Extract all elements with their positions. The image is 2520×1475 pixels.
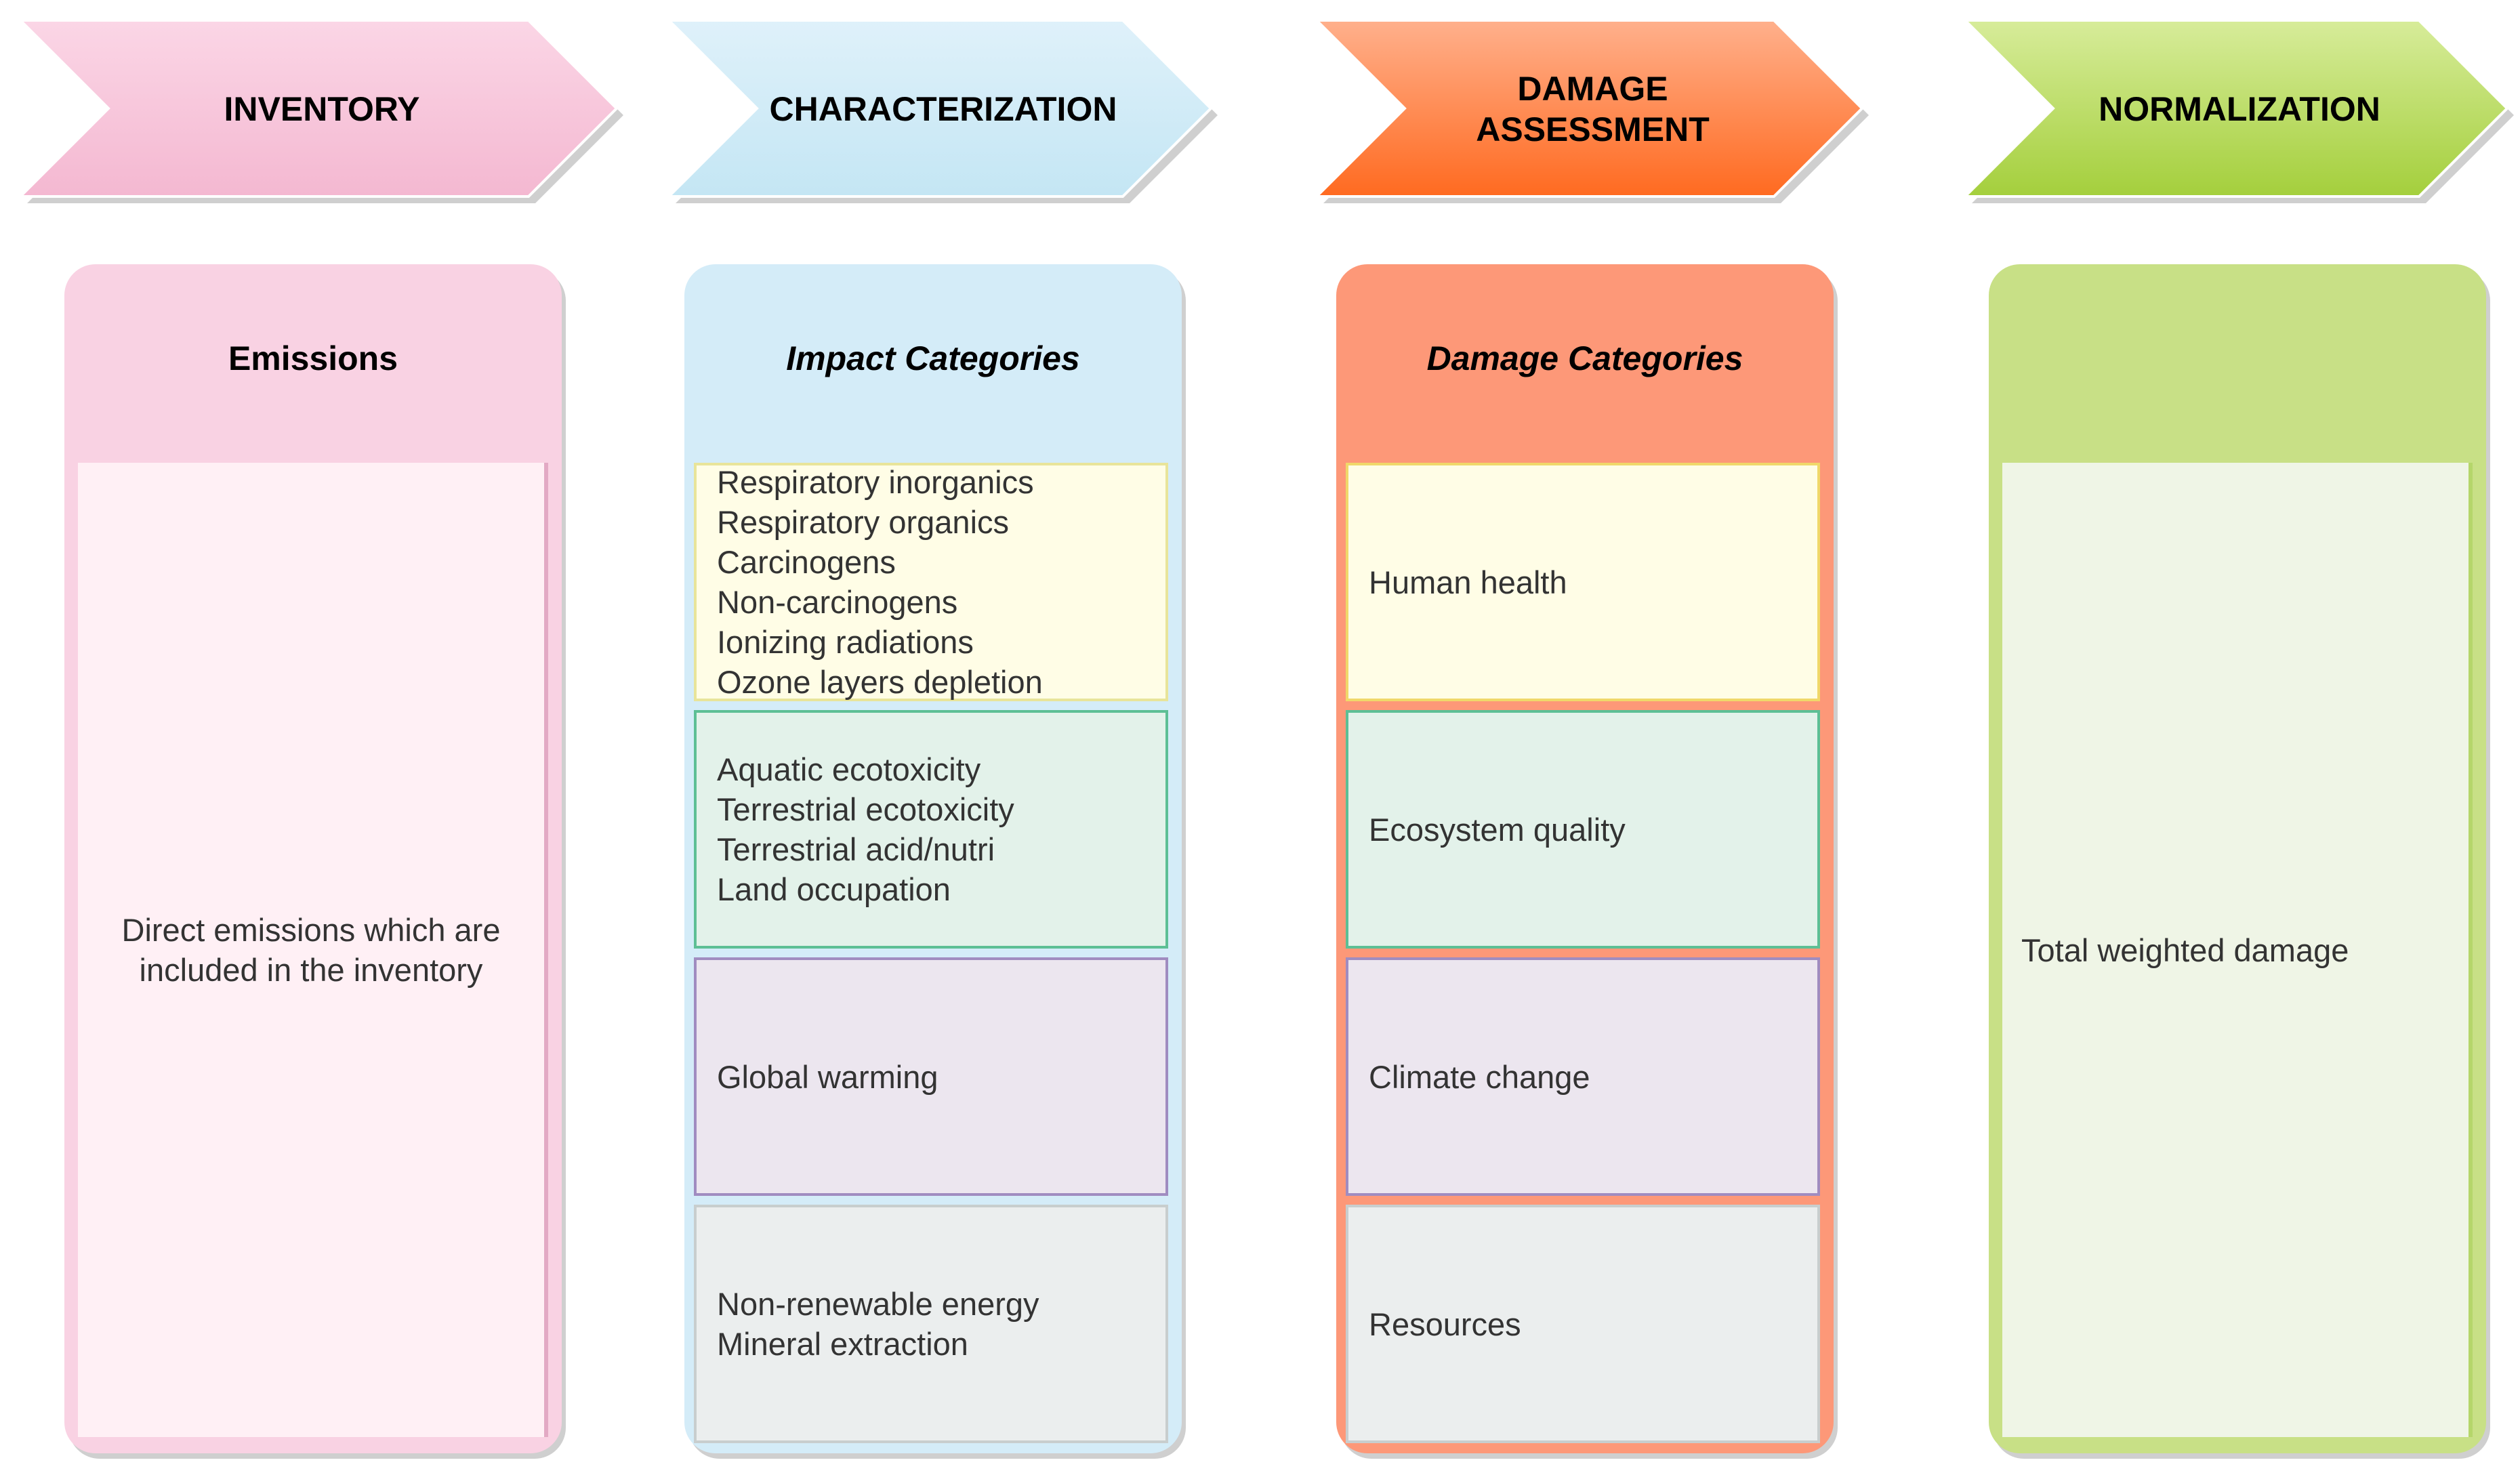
damage-ecosystem-quality: Ecosystem quality [1346, 710, 1820, 949]
total-weighted-damage: Total weighted damage [2021, 932, 2349, 968]
damage-human-health: Human health [1346, 463, 1820, 701]
arrow-damage-assessment [1313, 19, 1864, 198]
impact-list: Respiratory inorganics Respiratory organ… [717, 462, 1043, 702]
impact-categories-title: Impact Categories [786, 339, 1080, 377]
impact-group-climate: Global warming [694, 957, 1168, 1196]
emissions-title: Emissions [228, 339, 398, 377]
damage-climate-change: Climate change [1346, 957, 1820, 1196]
impact-item: Non-carcinogens [717, 584, 958, 620]
stage-label-damage-assessment: DAMAGE ASSESSMENT [1476, 70, 1710, 148]
normalization-column: Total weighted damage [1989, 264, 2486, 1453]
damage-label: Human health [1369, 564, 1567, 600]
impact-item: Non-renewable energy [717, 1286, 1039, 1322]
impact-group-ecosystem: Aquatic ecotoxicity Terrestrial ecotoxic… [694, 710, 1168, 949]
damage-column: Damage Categories Human health Ecosystem… [1336, 264, 1834, 1453]
impact-item: Terrestrial acid/nutri [717, 831, 995, 867]
impact-group-human-health: Respiratory inorganics Respiratory organ… [694, 463, 1168, 701]
impact-item: Aquatic ecotoxicity [717, 751, 981, 787]
impact-item: Ionizing radiations [717, 624, 974, 660]
impact-list: Global warming [717, 1057, 938, 1097]
stage-label-inventory: INVENTORY [224, 90, 420, 128]
damage-categories-title: Damage Categories [1426, 339, 1743, 377]
stage-arrows [17, 19, 2514, 203]
normalization-panel: Total weighted damage [2002, 463, 2473, 1437]
emissions-panel: Direct emissions which are included in t… [78, 463, 548, 1437]
arrow-characterization [665, 19, 1213, 198]
stage-label-normalization: NORMALIZATION [2099, 90, 2380, 128]
damage-resources: Resources [1346, 1205, 1820, 1443]
impact-group-resources: Non-renewable energy Mineral extraction [694, 1205, 1168, 1443]
impact-item: Carcinogens [717, 544, 896, 580]
impact-item: Ozone layers depletion [717, 664, 1043, 700]
damage-label: Climate change [1369, 1058, 1590, 1095]
damage-label: Resources [1369, 1306, 1521, 1342]
emissions-description: Direct emissions which are included in t… [121, 912, 501, 988]
impact-item: Respiratory inorganics [717, 464, 1034, 500]
arrow-inventory [17, 19, 619, 198]
impact-item: Terrestrial ecotoxicity [717, 791, 1014, 827]
impact-list: Aquatic ecotoxicity Terrestrial ecotoxic… [717, 749, 1014, 909]
inventory-column: Emissions Direct emissions which are inc… [64, 264, 562, 1453]
characterization-column: Impact Categories Respiratory inorganics… [684, 264, 1182, 1453]
impact-item: Respiratory organics [717, 504, 1010, 540]
arrow-normalization [1962, 19, 2509, 198]
impact-item: Land occupation [717, 871, 951, 907]
impact-list: Non-renewable energy Mineral extraction [717, 1284, 1039, 1364]
impact-item: Global warming [717, 1058, 938, 1095]
stage-label-characterization: CHARACTERIZATION [769, 90, 1117, 128]
impact-item: Mineral extraction [717, 1326, 968, 1362]
damage-label: Ecosystem quality [1369, 811, 1626, 848]
